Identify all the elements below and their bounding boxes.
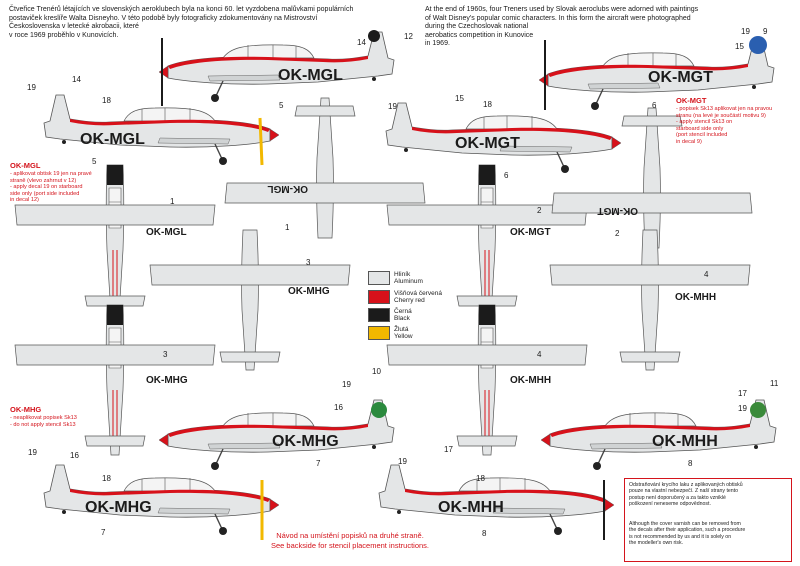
varnish-warning-cz: Odstraňování krycího laku z aplikovaných… xyxy=(629,482,743,508)
intro-text-czech: Čtveřice Trenérů létajících ve slovenský… xyxy=(9,6,354,39)
callout-5: 5 xyxy=(279,101,284,110)
wing-registration-ok-mhh-bottom: OK-MHH xyxy=(675,292,716,303)
callout-2: 2 xyxy=(615,229,620,238)
goofy-badge xyxy=(371,402,387,418)
callout-15: 15 xyxy=(735,42,744,51)
callout-1: 1 xyxy=(285,223,290,232)
callout-2: 2 xyxy=(537,206,542,215)
callout-16: 16 xyxy=(70,451,79,460)
callout-19: 19 xyxy=(738,404,747,413)
note-body-ok-mgl: - aplikovat obtisk 19 jen na pravé stran… xyxy=(10,171,92,204)
legend-label-cz: Hliník xyxy=(394,271,411,278)
note-title-ok-mhg: OK-MHG xyxy=(10,405,42,414)
callout-19: 19 xyxy=(398,457,407,466)
callout-15: 15 xyxy=(455,94,464,103)
callout-3: 3 xyxy=(163,350,168,359)
registration-ok-mgl-port: OK-MGL xyxy=(278,67,343,84)
callout-19: 19 xyxy=(27,83,36,92)
mickey-mouse-badge xyxy=(368,30,380,42)
note-title-ok-mgt: OK-MGT xyxy=(676,96,707,105)
registration-ok-mhg-starboard: OK-MHG xyxy=(85,499,152,516)
legend-label-en: Yellow xyxy=(394,333,413,340)
callout-17: 17 xyxy=(444,445,453,454)
character-badge xyxy=(750,402,766,418)
note-body-ok-mgt: - popisek Sk13 aplikovat jen na pravou s… xyxy=(676,106,773,145)
callout-10: 10 xyxy=(372,367,381,376)
callout-18: 18 xyxy=(102,96,111,105)
wing-registration-ok-mgt-bottom: OK-MGT xyxy=(597,205,638,216)
callout-7: 7 xyxy=(101,528,106,537)
callout-19: 19 xyxy=(741,27,750,36)
callout-5: 5 xyxy=(92,157,97,166)
varnish-warning-box: Odstraňování krycího laku z aplikovaných… xyxy=(624,478,792,562)
side-view-ok-mhg-starboard xyxy=(43,464,280,536)
legend-label-en: Cherry red xyxy=(394,297,425,304)
callout-8: 8 xyxy=(688,459,693,468)
wing-registration-ok-mhh-top: OK-MHH xyxy=(510,375,551,386)
swatch-cherry-red xyxy=(368,290,390,304)
stencil-instructions: Návod na umístění popisků na druhé stran… xyxy=(250,531,450,550)
callout-6: 6 xyxy=(504,171,509,180)
callout-16: 16 xyxy=(334,403,343,412)
wing-registration-ok-mgl-bottom: OK-MGL xyxy=(267,183,308,194)
donald-duck-badge xyxy=(749,36,767,54)
registration-ok-mhh-starboard: OK-MHH xyxy=(438,499,504,516)
legend-label-cz: Višňová červená xyxy=(394,290,442,297)
callout-18: 18 xyxy=(476,474,485,483)
intro-text-english: At the end of 1960s, four Treners used b… xyxy=(425,6,699,48)
stencil-instructions-cz: Návod na umístění popisků na druhé stran… xyxy=(276,531,424,540)
wing-registration-ok-mgl-top: OK-MGL xyxy=(146,227,187,238)
callout-4: 4 xyxy=(704,270,709,279)
callout-9: 9 xyxy=(763,27,768,36)
callout-19: 19 xyxy=(388,102,397,111)
legend-label-cz: Žlutá xyxy=(394,326,409,333)
legend-label-cz: Černá xyxy=(394,308,412,315)
registration-ok-mgt-port: OK-MGT xyxy=(648,69,713,86)
registration-ok-mgl-starboard: OK-MGL xyxy=(80,131,145,148)
note-title-ok-mgl: OK-MGL xyxy=(10,161,41,170)
callout-4: 4 xyxy=(537,350,542,359)
legend-label-en: Aluminum xyxy=(394,278,423,285)
registration-ok-mhh-port: OK-MHH xyxy=(652,433,718,450)
varnish-warning-en: Although the cover varnish can be remove… xyxy=(629,521,746,547)
callout-8: 8 xyxy=(482,529,487,538)
registration-ok-mhg-port: OK-MHG xyxy=(272,433,339,450)
swatch-black xyxy=(368,308,390,322)
callout-17: 17 xyxy=(738,389,747,398)
callout-3: 3 xyxy=(306,258,311,267)
wing-registration-ok-mgt-top: OK-MGT xyxy=(510,227,551,238)
propeller xyxy=(258,117,264,166)
callout-18: 18 xyxy=(102,474,111,483)
callout-14: 14 xyxy=(357,38,366,47)
wing-registration-ok-mhg-top: OK-MHG xyxy=(146,375,188,386)
wing-registration-ok-mhg-bottom: OK-MHG xyxy=(288,286,330,297)
callout-14: 14 xyxy=(72,75,81,84)
callout-7: 7 xyxy=(316,459,321,468)
stencil-instructions-en: See backside for stencil placement instr… xyxy=(271,540,429,550)
callout-19: 19 xyxy=(342,380,351,389)
swatch-yellow xyxy=(368,326,390,340)
callout-12: 12 xyxy=(404,32,413,41)
legend-label-en: Black xyxy=(394,315,410,322)
registration-ok-mgt-starboard: OK-MGT xyxy=(455,135,520,152)
swatch-aluminum xyxy=(368,271,390,285)
callout-19: 19 xyxy=(28,448,37,457)
callout-1: 1 xyxy=(170,197,175,206)
callout-18: 18 xyxy=(483,100,492,109)
callout-6: 6 xyxy=(652,101,657,110)
callout-11: 11 xyxy=(770,379,779,388)
note-body-ok-mhg: - neaplikovat popisek Sk13 - do not appl… xyxy=(10,415,77,428)
